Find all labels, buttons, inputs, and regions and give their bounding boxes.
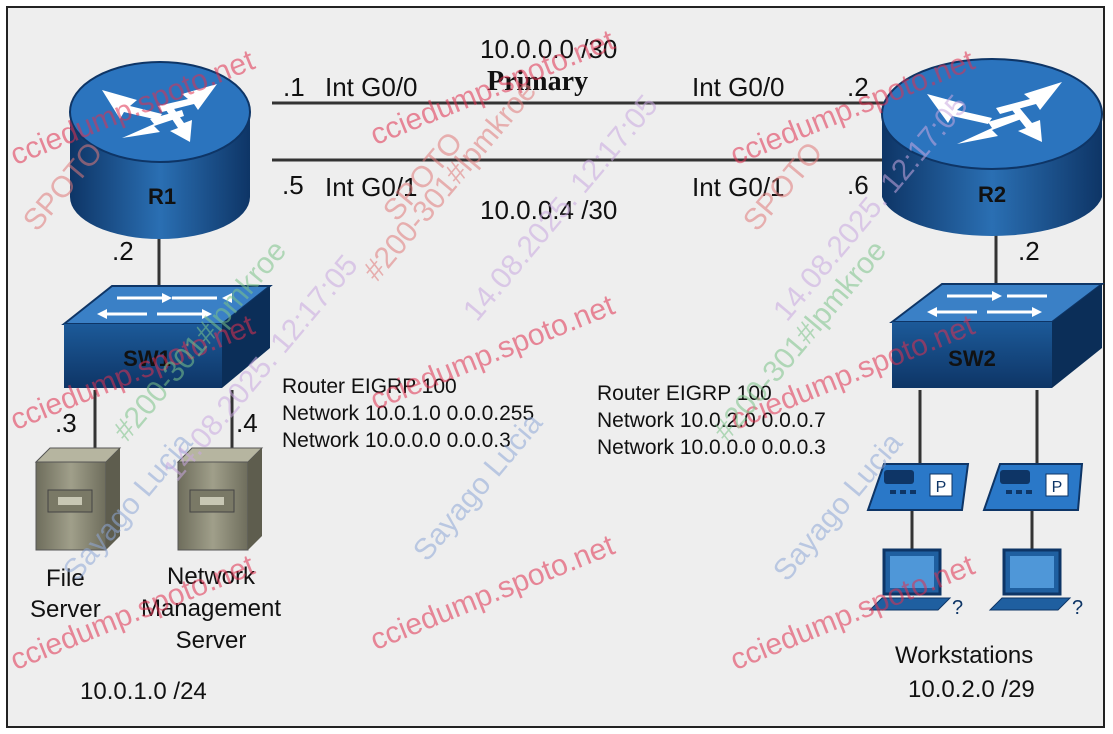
network-diagram: R1 R2 SW1 bbox=[34, 58, 1105, 619]
svg-text:P: P bbox=[1052, 479, 1063, 496]
r1-eigrp-config: Router EIGRP 100 Network 10.0.1.0 0.0.0.… bbox=[282, 373, 534, 454]
r2-eigrp-config: Router EIGRP 100 Network 10.0.2.0 0.0.0.… bbox=[597, 380, 826, 461]
primary-link-label: Primary bbox=[487, 66, 589, 97]
file-server-ip: .3 bbox=[55, 408, 77, 438]
workstation-2-icon: ? bbox=[988, 548, 1083, 619]
router-r1-icon bbox=[69, 61, 251, 239]
r2-lan-subnet: 10.0.2.0 /29 bbox=[908, 676, 1035, 703]
svg-text:?: ? bbox=[1072, 597, 1083, 619]
r1-config-line: Network 10.0.1.0 0.0.0.255 bbox=[282, 402, 535, 425]
switch-sw2-name: SW2 bbox=[948, 346, 996, 371]
svg-text:?: ? bbox=[952, 597, 963, 619]
nms-server-label-line: Management bbox=[140, 595, 282, 622]
workstation-1-icon: ? bbox=[868, 548, 963, 619]
r1-secondary-ip: .5 bbox=[282, 170, 304, 200]
file-server-icon bbox=[34, 447, 122, 551]
primary-subnet-label: 10.0.0.0 /30 bbox=[480, 34, 618, 64]
ip-phone-1-icon: P bbox=[866, 463, 970, 511]
r1-config-line: Router EIGRP 100 bbox=[282, 375, 457, 398]
router-r1-name: R1 bbox=[148, 184, 176, 209]
switch-sw1-name: SW1 bbox=[123, 346, 171, 371]
r2-config-line: Network 10.0.2.0 0.0.0.7 bbox=[597, 409, 826, 432]
switch-sw1-icon bbox=[61, 285, 273, 388]
workstations-label: Workstations bbox=[895, 642, 1034, 669]
nms-server-ip: .4 bbox=[236, 408, 258, 438]
switch-sw2-icon bbox=[889, 283, 1105, 388]
r1-lan-ip: .2 bbox=[112, 236, 134, 266]
nms-server-label-line: Network bbox=[166, 563, 256, 590]
r1-primary-ip: .1 bbox=[283, 72, 305, 102]
nms-server-icon bbox=[176, 447, 264, 551]
r1-lan-subnet: 10.0.1.0 /24 bbox=[80, 678, 207, 705]
r1-secondary-interface: Int G0/1 bbox=[325, 172, 418, 202]
r2-config-line: Router EIGRP 100 bbox=[597, 382, 772, 405]
file-server-label: File Server bbox=[30, 563, 101, 625]
diagram-frame: R1 R2 SW1 bbox=[6, 6, 1105, 728]
r2-primary-interface: Int G0/0 bbox=[692, 72, 785, 102]
ip-phone-2-icon: P bbox=[982, 463, 1084, 511]
nms-server-label: Network Management Server bbox=[126, 561, 296, 657]
r1-config-line: Network 10.0.0.0 0.0.0.3 bbox=[282, 429, 511, 452]
secondary-subnet-label: 10.0.0.4 /30 bbox=[480, 195, 618, 225]
svg-text:P: P bbox=[936, 479, 947, 496]
r2-primary-ip: .2 bbox=[847, 72, 869, 102]
r1-primary-interface: Int G0/0 bbox=[325, 72, 418, 102]
file-server-label-line: Server bbox=[30, 596, 101, 623]
nms-server-label-line: Server bbox=[175, 627, 247, 654]
file-server-label-line: File bbox=[46, 565, 85, 592]
r2-secondary-ip: .6 bbox=[847, 170, 869, 200]
r2-config-line: Network 10.0.0.0 0.0.0.3 bbox=[597, 436, 826, 459]
router-r2-icon bbox=[881, 58, 1103, 236]
r2-secondary-interface: Int G0/1 bbox=[692, 172, 785, 202]
r2-lan-ip: .2 bbox=[1018, 236, 1040, 266]
router-r2-name: R2 bbox=[978, 182, 1006, 207]
